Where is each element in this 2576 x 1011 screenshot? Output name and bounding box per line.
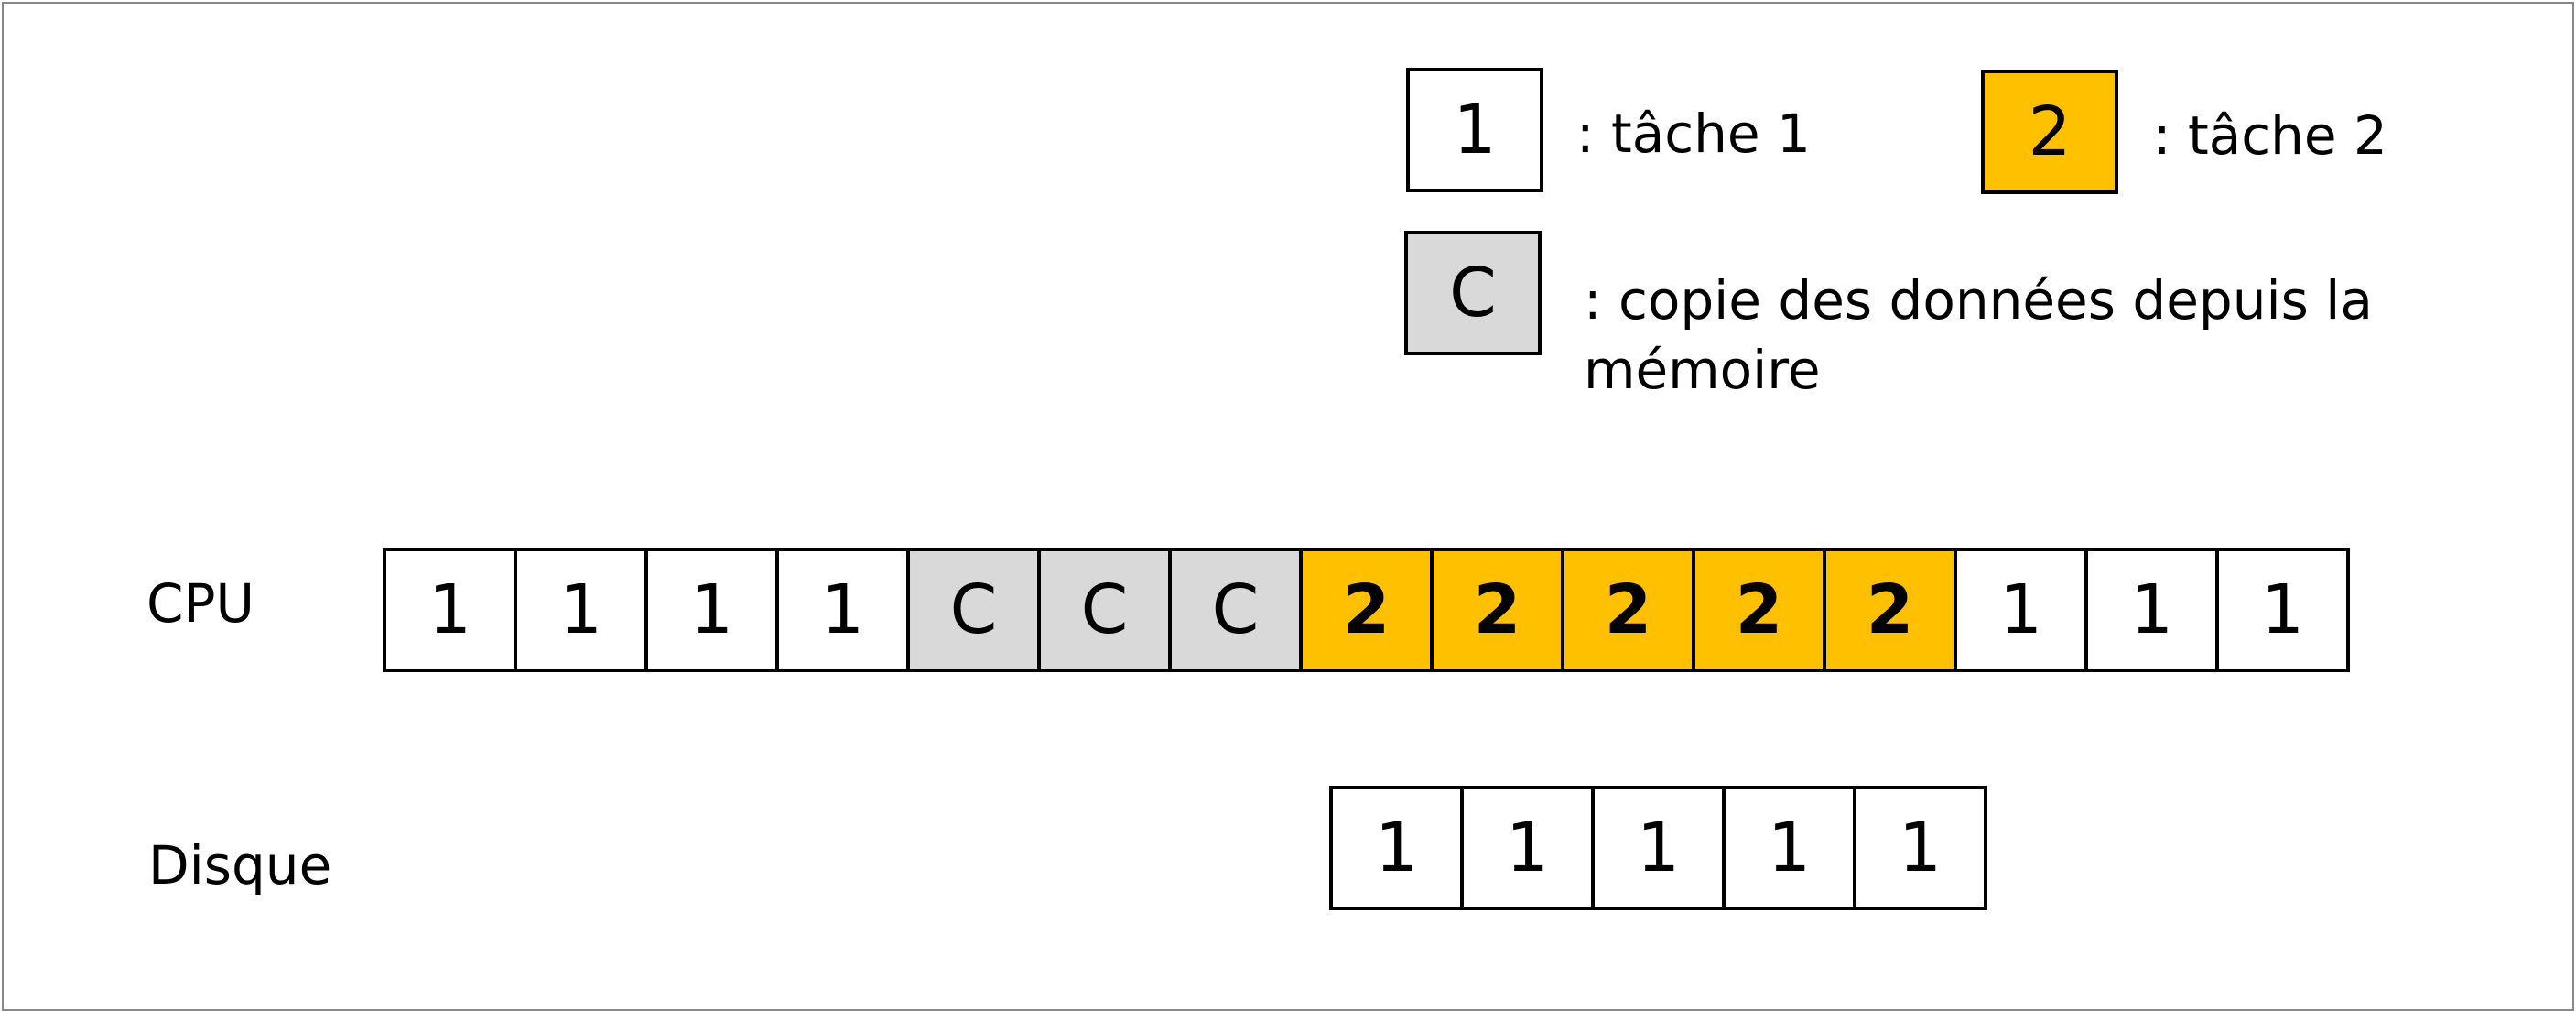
cpu-slot-8: 2 <box>1299 548 1434 672</box>
cpu-row-label: CPU <box>146 572 254 635</box>
cpu-slot-3: 1 <box>644 548 779 672</box>
legend-task2-symbol: 2 <box>2028 92 2072 171</box>
cpu-slot-10: 2 <box>1561 548 1695 672</box>
cpu-slot-5: C <box>906 548 1041 672</box>
cpu-slot-12: 2 <box>1823 548 1957 672</box>
legend-task1-label: : tâche 1 <box>1576 103 1811 165</box>
cpu-slot-7: C <box>1168 548 1303 672</box>
disk-slot-1: 1 <box>1329 786 1464 910</box>
cpu-slot-2: 1 <box>514 548 648 672</box>
cpu-slot-15: 1 <box>2215 548 2350 672</box>
legend-copy-symbol: C <box>1449 254 1497 332</box>
disk-slot-2: 1 <box>1460 786 1595 910</box>
cpu-slot-9: 2 <box>1430 548 1564 672</box>
cpu-slot-13: 1 <box>1954 548 2088 672</box>
cpu-slot-11: 2 <box>1692 548 1826 672</box>
legend-task1-symbol: 1 <box>1453 91 1497 169</box>
legend-task2-label: : tâche 2 <box>2153 104 2387 167</box>
legend-task2-box: 2 <box>1981 70 2118 194</box>
disk-row-label: Disque <box>148 834 332 897</box>
legend-copy-label-line2: mémoire <box>1584 339 1821 401</box>
cpu-slot-14: 1 <box>2084 548 2219 672</box>
legend-task1-box: 1 <box>1406 68 1543 192</box>
disk-slot-3: 1 <box>1591 786 1726 910</box>
disk-slot-4: 1 <box>1722 786 1856 910</box>
legend-copy-box: C <box>1404 231 1542 355</box>
legend-copy-label: : copie des données depuis la <box>1584 269 2373 332</box>
cpu-slot-4: 1 <box>775 548 910 672</box>
cpu-slot-1: 1 <box>383 548 517 672</box>
disk-slot-5: 1 <box>1853 786 1987 910</box>
cpu-slot-6: C <box>1037 548 1172 672</box>
